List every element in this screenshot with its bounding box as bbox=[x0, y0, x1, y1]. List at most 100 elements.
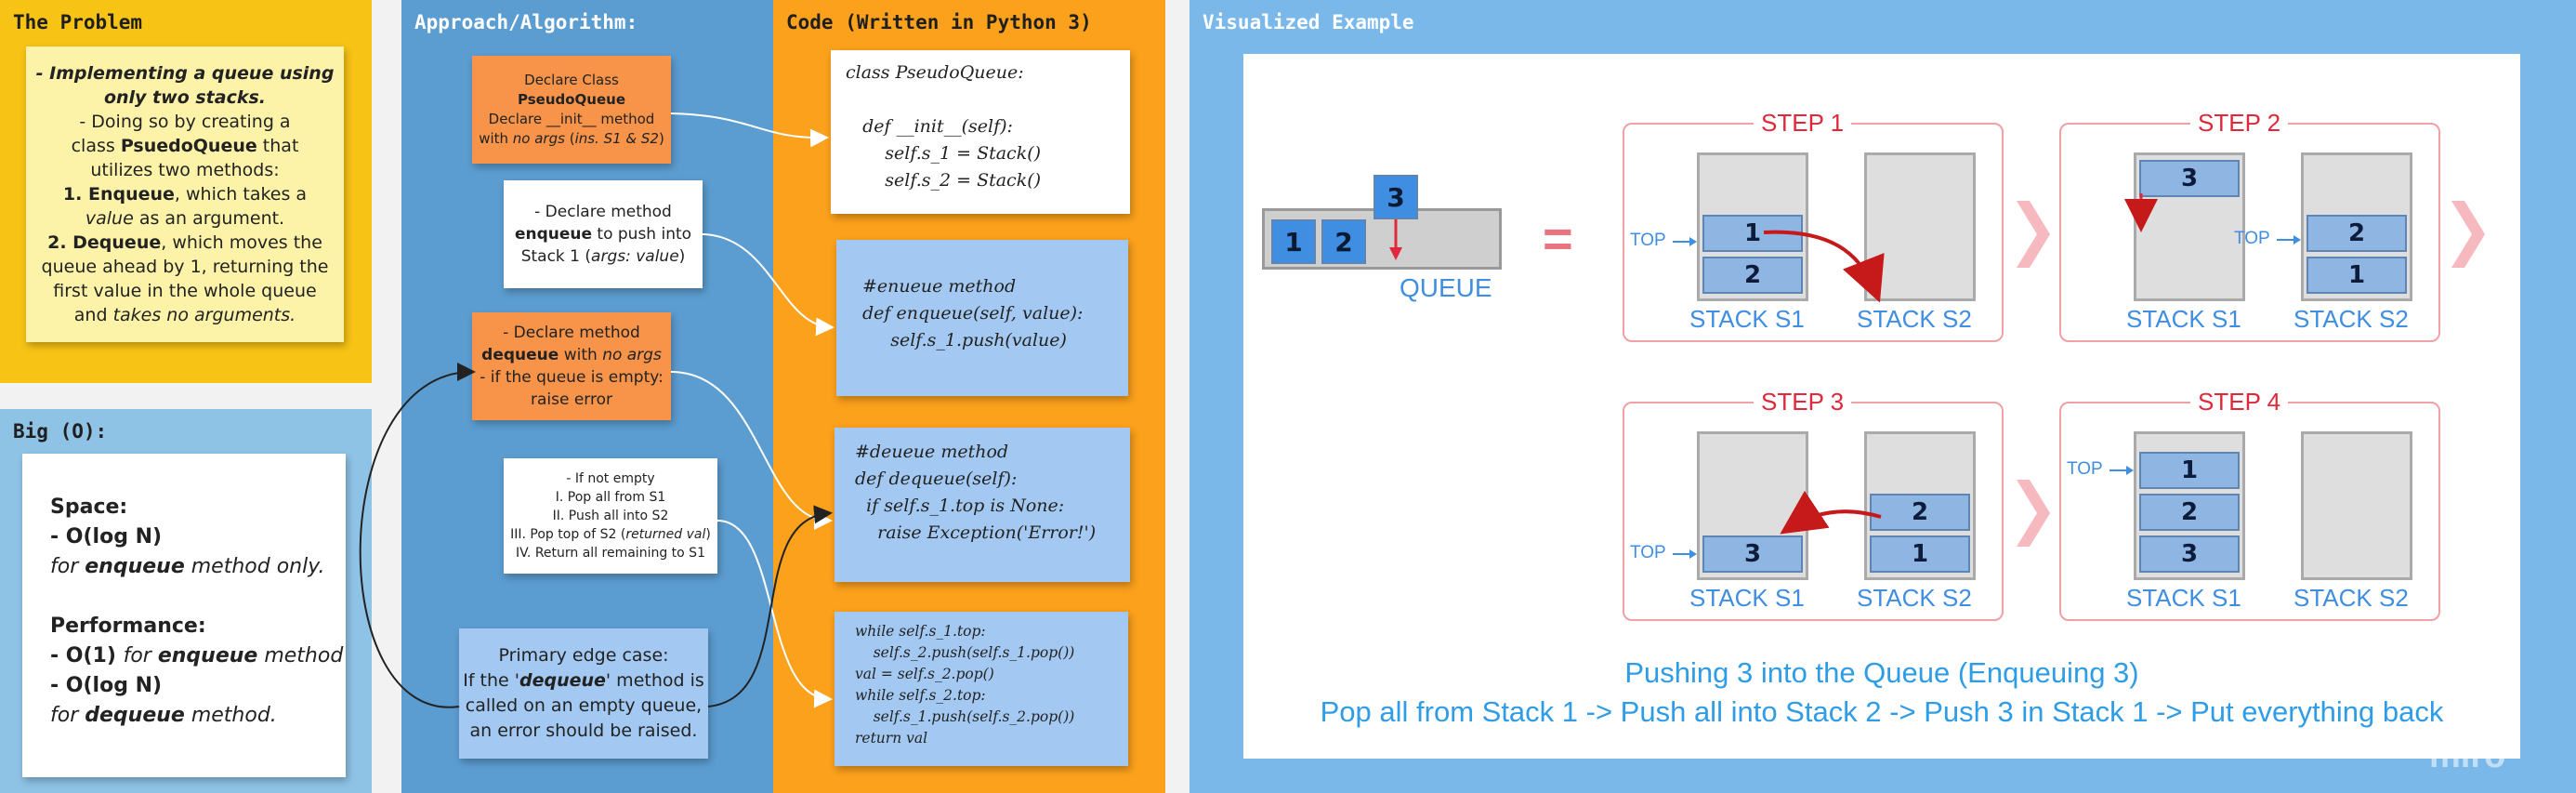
note-text: ) bbox=[705, 527, 711, 542]
note-text: for bbox=[50, 704, 85, 727]
chevron-right-icon bbox=[2017, 201, 2050, 268]
note-line: with no args (ins. S1 & S2) bbox=[479, 129, 664, 149]
note-text: dequeue bbox=[85, 704, 185, 727]
stack-s2-label: STACK S2 bbox=[1857, 584, 1972, 612]
bigo-frame-title[interactable]: Big (O): bbox=[13, 420, 108, 443]
note-text: utilizes two methods: bbox=[90, 160, 280, 180]
top-pointer-head-icon bbox=[2293, 235, 2301, 245]
queue-label: QUEUE bbox=[1400, 273, 1492, 302]
note-text: Primary edge case: bbox=[498, 645, 669, 666]
note-text: - Declare method bbox=[503, 324, 640, 342]
top-pointer-arrow-icon bbox=[2277, 239, 2297, 241]
note-text: - if the queue is empty: bbox=[480, 368, 664, 387]
note-text: IV. Return all remaining to S1 bbox=[516, 546, 705, 561]
code-frame-title[interactable]: Code (Written in Python 3) bbox=[786, 11, 1092, 33]
stack-s2-label: STACK S2 bbox=[2293, 584, 2409, 612]
chevron-right-icon bbox=[2451, 201, 2485, 268]
problem-frame-title[interactable]: The Problem bbox=[13, 11, 143, 33]
top-label: TOP bbox=[2234, 229, 2270, 248]
note-text: PseudoQueue bbox=[517, 91, 625, 108]
note-text: , which takes a bbox=[174, 184, 308, 205]
visual-frame-title[interactable]: Visualized Example bbox=[1203, 11, 1414, 33]
note-line: first value in the whole queue bbox=[53, 279, 316, 303]
note-text: for bbox=[50, 555, 85, 578]
note-line: only two stacks. bbox=[104, 86, 266, 110]
connector-class-to-code bbox=[670, 112, 829, 148]
note-text: - If not empty bbox=[566, 471, 655, 486]
step-title: STEP 2 bbox=[2190, 109, 2289, 138]
note-line: called on an empty queue, bbox=[466, 694, 702, 719]
note-text: enqueue bbox=[514, 225, 593, 244]
note-line: - If not empty bbox=[566, 469, 654, 488]
note-text: that bbox=[256, 136, 299, 156]
stack-item: 3 bbox=[1702, 535, 1803, 573]
queue-item-3: 3 bbox=[1373, 175, 1418, 219]
note-line: I. Pop all from S1 bbox=[556, 488, 666, 507]
note-line: Stack 1 (args: value) bbox=[521, 245, 686, 268]
note-line: - O(1) for enqueue method bbox=[50, 641, 346, 671]
note-line: queue ahead by 1, returning the bbox=[42, 255, 329, 279]
code-dequeue-text: #deueue method def dequeue(self): if sel… bbox=[855, 442, 1097, 543]
note-line: - Doing so by creating a bbox=[79, 110, 290, 134]
note-text: method only. bbox=[184, 555, 325, 578]
approach-frame-title[interactable]: Approach/Algorithm: bbox=[414, 11, 638, 33]
note-text: I. Pop all from S1 bbox=[555, 490, 666, 505]
note-text: class bbox=[71, 136, 121, 156]
note-text: Performance: bbox=[50, 615, 206, 638]
note-text: 2. Dequeue bbox=[47, 232, 162, 253]
note-line: Space: bbox=[50, 493, 346, 522]
note-line: - O(log N) bbox=[50, 522, 346, 552]
note-line: - Declare method bbox=[534, 201, 672, 223]
note-text: as an argument. bbox=[133, 208, 285, 229]
caption-line-1: Pushing 3 into the Queue (Enqueuing 3) bbox=[1624, 656, 2139, 689]
top-pointer-head-icon bbox=[2126, 466, 2134, 475]
code-note-dequeue[interactable]: #deueue method def dequeue(self): if sel… bbox=[835, 428, 1130, 582]
big-o-note[interactable]: Space:- O(log N)for enqueue method only.… bbox=[22, 454, 346, 777]
note-text: raise error bbox=[530, 390, 612, 409]
top-pointer-arrow-icon bbox=[1673, 241, 1693, 243]
note-text: Stack 1 ( bbox=[520, 247, 592, 266]
miro-watermark: miro bbox=[2429, 736, 2506, 775]
if-not-empty-note[interactable]: - If not empty I. Pop all from S1 II. Push… bbox=[504, 458, 717, 574]
note-text: , which moves the bbox=[161, 232, 322, 253]
top-pointer-arrow-icon bbox=[1673, 553, 1693, 555]
stack-item: 2 bbox=[1702, 257, 1803, 294]
note-line: class PsuedoQueue that bbox=[72, 134, 299, 158]
stack-item: 1 bbox=[2307, 257, 2407, 294]
note-text: - Doing so by creating a bbox=[79, 112, 291, 132]
note-text: with bbox=[559, 346, 603, 364]
stack-item: 2 bbox=[1870, 494, 1970, 531]
note-text: and bbox=[73, 305, 113, 325]
note-text: ( bbox=[564, 130, 575, 147]
note-line: II. Push all into S2 bbox=[553, 507, 669, 525]
stack-item: 2 bbox=[2307, 215, 2407, 252]
connector-lines bbox=[359, 112, 835, 708]
queue-item-2: 2 bbox=[1321, 219, 1366, 264]
stack-s1-label: STACK S1 bbox=[1689, 584, 1805, 612]
note-line: Declare __init__ method bbox=[489, 110, 655, 129]
connector-bigo-to-edge bbox=[359, 363, 476, 708]
edge-case-note[interactable]: Primary edge case:If the 'dequeue' metho… bbox=[459, 628, 708, 759]
step3-move-arrow bbox=[1780, 490, 1882, 535]
code-note-class[interactable]: class PseudoQueue: def __init__(self): s… bbox=[831, 50, 1130, 214]
note-text: ) bbox=[658, 130, 664, 147]
code-note-enqueue[interactable]: #enueue method def enqueue(self, value):… bbox=[836, 240, 1128, 396]
note-line: for enqueue method only. bbox=[50, 552, 346, 582]
note-text: only two stacks. bbox=[103, 87, 267, 108]
dequeue-method-note[interactable]: - Declare method dequeue with no args - if… bbox=[472, 312, 671, 420]
note-line: 2. Dequeue, which moves the bbox=[47, 231, 322, 255]
note-line: III. Pop top of S2 (returned val) bbox=[510, 525, 711, 544]
stack-item: 2 bbox=[2139, 494, 2240, 531]
note-line: - Implementing a queue using bbox=[36, 61, 335, 86]
code-note-dequeue-body[interactable]: while self.s_1.top: self.s_2.push(self.s… bbox=[835, 612, 1128, 766]
note-line: and takes no arguments. bbox=[74, 303, 296, 327]
stack-item: 1 bbox=[1870, 535, 1970, 573]
top-label: TOP bbox=[2067, 459, 2103, 479]
stack-item: 1 bbox=[2139, 452, 2240, 489]
note-line: value as an argument. bbox=[85, 206, 284, 231]
note-line: dequeue with no args bbox=[481, 344, 662, 366]
note-text: - O(1) bbox=[50, 644, 124, 667]
